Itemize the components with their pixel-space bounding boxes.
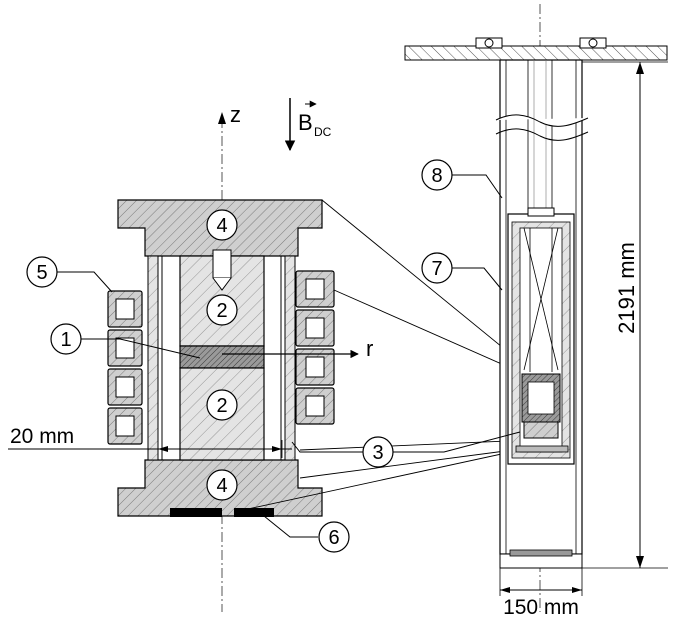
svg-text:8: 8 — [431, 165, 442, 187]
tube-wall-right — [284, 255, 296, 461]
callout-5: 5 — [26, 256, 58, 288]
svg-text:1: 1 — [60, 329, 71, 351]
callout-6: 6 — [318, 521, 350, 553]
z-axis-label: z — [230, 102, 241, 127]
break-line — [495, 114, 589, 127]
field-label-subscript: DC — [314, 125, 332, 139]
width-dimension-label: 150 mm — [503, 596, 579, 619]
svg-text:4: 4 — [216, 475, 227, 497]
heater-strip-left — [170, 508, 222, 517]
callout-3: 3 — [362, 436, 394, 468]
r-axis-label: r — [366, 336, 373, 361]
height-dimension-label: 2191 mm — [614, 242, 639, 334]
cryostat-assembly — [404, 4, 668, 612]
callout-4-bottom: 4 — [206, 469, 238, 501]
sample-slab — [179, 345, 265, 369]
svg-text:4: 4 — [216, 215, 227, 237]
z-axis-arrowhead — [218, 112, 226, 124]
svg-text:2: 2 — [216, 395, 227, 417]
svg-text:3: 3 — [372, 442, 383, 464]
callout-7: 7 — [421, 252, 453, 284]
callout-4-top: 4 — [206, 209, 238, 241]
heater-strip-right — [234, 508, 274, 517]
callout-2-upper: 2 — [206, 294, 238, 326]
cryostat-top-plate — [404, 45, 668, 61]
svg-text:2: 2 — [216, 300, 227, 322]
svg-text:5: 5 — [36, 262, 47, 284]
svg-text:6: 6 — [328, 527, 339, 549]
callout-8: 8 — [421, 159, 453, 191]
callout-1: 1 — [50, 323, 82, 355]
field-label: B — [298, 110, 313, 135]
tube-wall-left — [147, 255, 159, 461]
gap-dimension-label: 20 mm — [10, 425, 74, 448]
svg-text:7: 7 — [431, 258, 442, 280]
leader-lines — [57, 174, 521, 538]
callout-2-lower: 2 — [206, 389, 238, 421]
